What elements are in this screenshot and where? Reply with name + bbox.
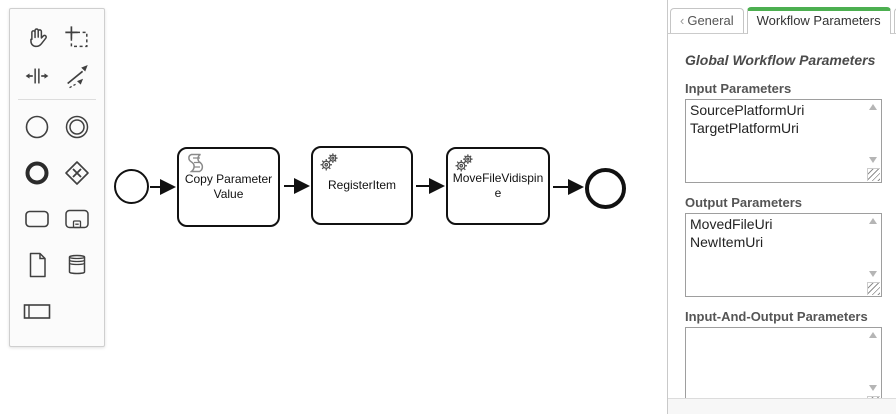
listbox-values: SourcePlatformUri TargetPlatformUri — [690, 102, 805, 136]
gears-icon — [453, 152, 475, 174]
resize-handle-icon[interactable] — [867, 168, 880, 181]
input-parameters-label: Input Parameters — [685, 81, 792, 96]
input-and-output-parameters-label: Input-And-Output Parameters — [685, 309, 868, 324]
tab-general[interactable]: ‹General — [670, 8, 744, 33]
scroll-down-icon[interactable] — [869, 271, 877, 277]
task-label: RegisterItem — [327, 178, 397, 192]
tab-truncated[interactable]: I› — [893, 8, 896, 33]
output-parameters-group: Output Parameters MovedFileUri NewItemUr… — [685, 195, 882, 297]
scroll-up-icon[interactable] — [869, 332, 877, 338]
diagram-canvas[interactable]: Copy Parameter Value RegisterItem MoveFi… — [0, 0, 667, 414]
sequence-flows — [150, 178, 584, 195]
global-connect-tool-icon[interactable] — [57, 57, 97, 95]
script-icon — [184, 152, 206, 174]
create-task-icon[interactable] — [17, 196, 57, 242]
input-parameters-listbox[interactable]: SourcePlatformUri TargetPlatformUri — [685, 99, 882, 183]
start-event[interactable] — [114, 169, 149, 204]
listbox-values — [690, 329, 862, 409]
panel-heading: Global Workflow Parameters — [685, 52, 876, 68]
create-data-store-icon[interactable] — [57, 242, 97, 288]
properties-panel: ‹General Workflow Parameters I› Global W… — [667, 0, 896, 414]
create-participant-icon[interactable] — [17, 288, 57, 334]
hand-tool-icon[interactable] — [17, 19, 57, 57]
create-data-object-icon[interactable] — [17, 242, 57, 288]
tab-workflow-parameters[interactable]: Workflow Parameters — [746, 7, 891, 34]
panel-content: Global Workflow Parameters Input Paramet… — [668, 34, 896, 411]
output-parameters-listbox[interactable]: MovedFileUri NewItemUri — [685, 213, 882, 297]
resize-handle-icon[interactable] — [867, 282, 880, 295]
create-intermediate-event-icon[interactable] — [57, 104, 97, 150]
tab-label: General — [687, 13, 734, 28]
lasso-tool-icon[interactable] — [57, 19, 97, 57]
task-registeritem[interactable]: RegisterItem — [311, 146, 413, 225]
tab-scroll-left-icon[interactable]: ‹ — [680, 13, 685, 28]
palette — [9, 8, 105, 347]
task-movefilevidispine[interactable]: MoveFileVidispine — [446, 147, 550, 225]
output-parameters-label: Output Parameters — [685, 195, 803, 210]
space-tool-icon[interactable] — [17, 57, 57, 95]
gears-icon — [318, 151, 340, 173]
create-exclusive-gateway-icon[interactable] — [57, 150, 97, 196]
palette-separator — [18, 99, 96, 100]
scroll-up-icon[interactable] — [869, 104, 877, 110]
task-label: MoveFileVidispine — [452, 171, 544, 200]
create-start-event-icon[interactable] — [17, 104, 57, 150]
end-event[interactable] — [585, 168, 626, 209]
panel-footer — [668, 398, 896, 414]
tab-label: Workflow Parameters — [756, 13, 881, 28]
task-label: Copy Parameter Value — [184, 172, 273, 201]
create-expanded-subprocess-icon[interactable] — [57, 196, 97, 242]
input-parameters-group: Input Parameters SourcePlatformUri Targe… — [685, 81, 882, 183]
task-copy-parameter-value[interactable]: Copy Parameter Value — [177, 147, 280, 227]
scroll-up-icon[interactable] — [869, 218, 877, 224]
create-end-event-icon[interactable] — [17, 150, 57, 196]
scroll-down-icon[interactable] — [869, 385, 877, 391]
input-and-output-parameters-group: Input-And-Output Parameters — [685, 309, 882, 411]
tab-bar: ‹General Workflow Parameters I› — [668, 0, 896, 34]
listbox-values: MovedFileUri NewItemUri — [690, 216, 773, 250]
scroll-down-icon[interactable] — [869, 157, 877, 163]
